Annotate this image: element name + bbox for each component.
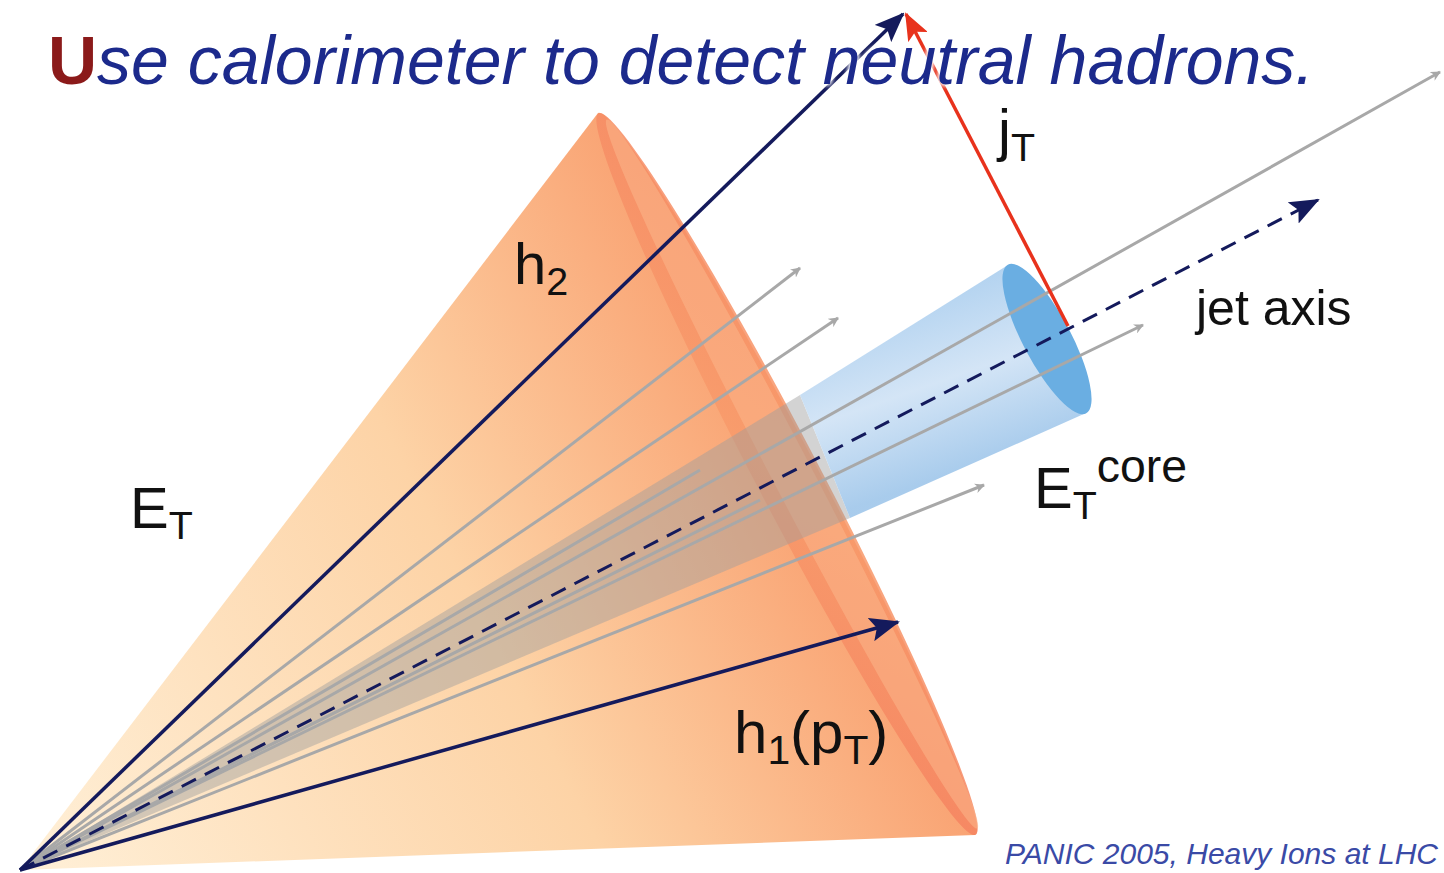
subscript: 1 <box>767 727 790 773</box>
jet-axis <box>20 200 1318 870</box>
subscript: T <box>843 727 868 773</box>
hadron-h1 <box>20 622 898 870</box>
text-run: (p <box>790 699 843 766</box>
text-run: h <box>734 699 767 766</box>
axis-label: jet axis <box>1196 276 1352 341</box>
text-run: ) <box>868 699 888 766</box>
source-caption: PANIC 2005, Heavy Ions at LHC <box>1005 837 1438 871</box>
text-run: E <box>1034 455 1073 520</box>
energy-label: ET <box>130 470 193 551</box>
subscript: T <box>1073 483 1097 527</box>
hadron-label: h1(pT) <box>734 694 888 777</box>
text-run: E <box>130 475 169 540</box>
slide-title: Use calorimeter to detect neutral hadron… <box>48 8 1328 112</box>
subscript: T <box>169 503 193 547</box>
subscript: T <box>1011 125 1035 169</box>
jet-cone <box>20 113 977 870</box>
hadron-h2 <box>20 14 903 870</box>
subscript: 2 <box>546 259 568 303</box>
jt-label: jT <box>998 92 1035 173</box>
text-run: j <box>998 97 1011 162</box>
core-energy-label: ETcore <box>1034 436 1187 531</box>
text-run: jet axis <box>1196 280 1352 336</box>
text-run: h <box>514 231 546 296</box>
particle-tracks <box>20 72 1440 870</box>
hadron-label: h2 <box>514 226 568 307</box>
superscript: core <box>1097 440 1187 492</box>
